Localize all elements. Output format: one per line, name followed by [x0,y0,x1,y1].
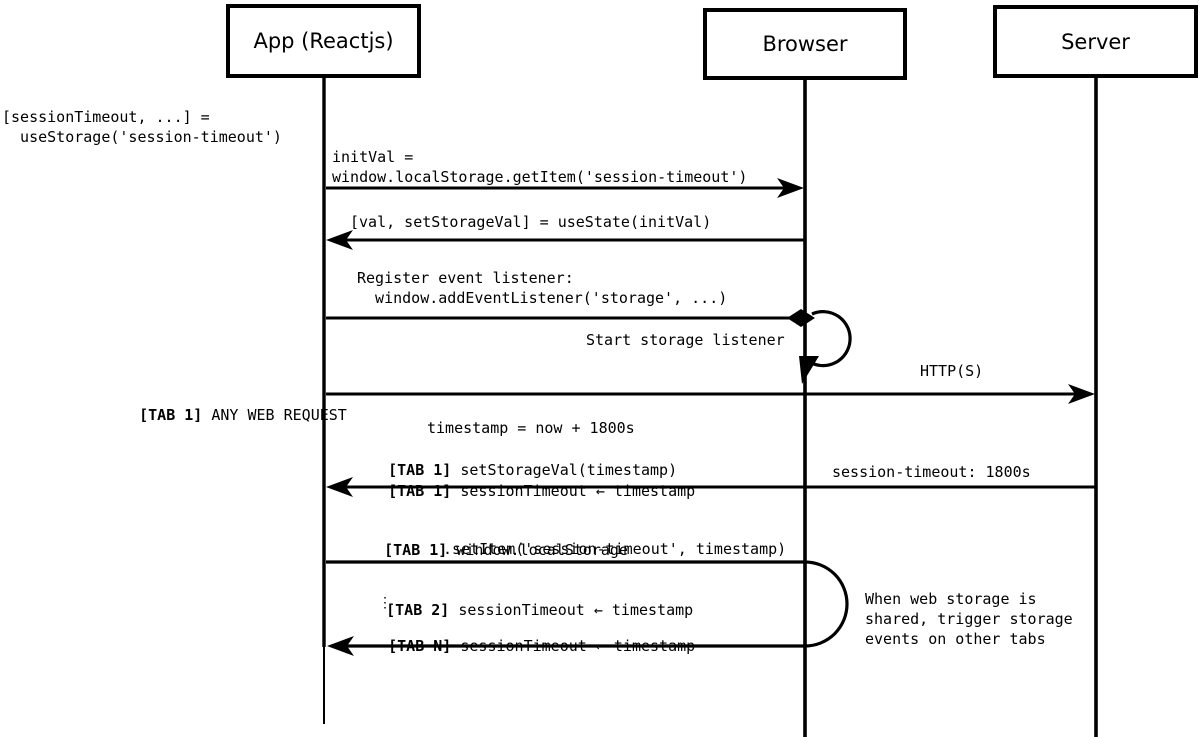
arrow-webrequest-head [1068,384,1095,404]
arrow-register-diamond [787,309,815,327]
label-timestamp-calc: timestamp = now + 1800s [427,419,635,437]
label-any-web-request-tag: [TAB 1] [139,406,203,424]
label-start-listener: Start storage listener [586,331,785,349]
label-session-timeout-tab1-tag: [TAB 1] [388,482,452,500]
actor-browser: Browser [703,8,907,80]
actor-server: Server [993,5,1198,78]
label-set-storage-val-tag: [TAB 1] [388,461,452,479]
label-session-timeout-tabn: [TAB N] sessionTimeout ← timestamp [388,637,696,655]
actor-app-label: App (Reactjs) [253,29,394,53]
arrow-response-head [326,477,353,497]
arrow-setitem-loop-line [326,560,849,648]
label-set-storage-val: [TAB 1] setStorageVal(timestamp) [388,461,678,479]
label-http: HTTP(S) [920,362,984,380]
arrow-initval-head [777,178,804,198]
actor-server-label: Server [1061,29,1130,54]
label-usestate: [val, setStorageVal] = useState(initVal) [350,213,712,231]
label-session-timeout-response: session-timeout: 1800s [832,463,1031,481]
label-session-timeout-tab1: [TAB 1] sessionTimeout ← timestamp [388,482,696,500]
label-register-listener: Register event listener: window.addEvent… [357,269,728,307]
label-any-web-request: [TAB 1] ANY WEB REQUEST [139,406,347,424]
actor-browser-label: Browser [762,32,848,56]
label-session-timeout-tab2-tag: [TAB 2] [386,601,450,619]
label-setitem-line1-tag: [TAB 1] [384,541,448,559]
self-loop-listener [807,310,852,368]
note-use-storage: [sessionTimeout, ...] = useStorage('sess… [2,108,282,146]
label-session-timeout-tab2: [TAB 2] sessionTimeout ← timestamp [386,601,694,619]
arrow-usestate-head [326,230,353,250]
note-storage-shared: When web storage is shared, trigger stor… [865,590,1073,648]
label-initval: initVal = window.localStorage.getItem('s… [332,148,748,186]
self-loop-listener-head [799,356,819,384]
label-setitem-line2: .setItem('session-timeout', timestamp) [443,540,787,558]
arrow-setitem-loop-head [327,636,354,656]
label-session-timeout-tabn-tag: [TAB N] [388,637,452,655]
actor-app: App (Reactjs) [226,4,421,78]
label-tabs-ellipsis: ⋮ [378,595,392,611]
label-setitem-line1: [TAB 1] window.localStorage [384,541,628,559]
